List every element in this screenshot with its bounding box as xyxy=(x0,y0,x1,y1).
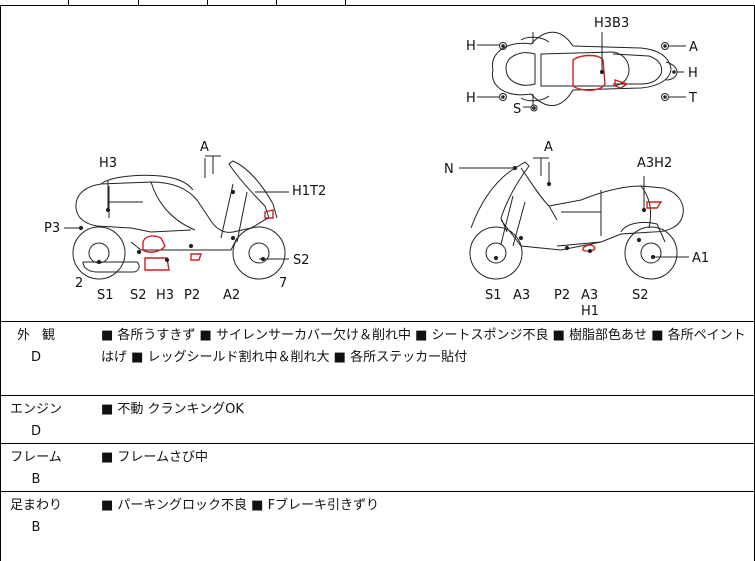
row-frame: フレーム B ■ フレームさび中 xyxy=(1,444,754,492)
row-category: フレーム B xyxy=(1,444,71,491)
inspection-report: 外観 D ■ 各所うすきず ■ サイレンサーカバー欠け＆削れ中 ■ シートスポン… xyxy=(0,322,755,561)
diagram-label: H3B3 xyxy=(594,16,629,31)
diagram-label: H xyxy=(688,66,698,81)
diagram-label: H xyxy=(466,91,476,106)
diagram-label: 2 xyxy=(75,276,83,291)
damage-diagram: H3B3 H A H H S T A H3 H1T2 P3 S2 2 7 S1 … xyxy=(0,6,755,322)
diagram-label: A xyxy=(200,140,209,155)
category-name: エンジン xyxy=(9,402,62,417)
diagram-label: H3 xyxy=(99,156,117,171)
diagram-label: T xyxy=(688,91,697,106)
category-grade: B xyxy=(31,520,41,535)
divider xyxy=(68,0,69,6)
diagram-label: H3 xyxy=(156,288,174,303)
diagram-label: S2 xyxy=(632,288,649,303)
category-name: フレーム xyxy=(10,450,62,465)
divider xyxy=(138,0,139,6)
diagram-label: H xyxy=(466,39,476,54)
category-name: 足まわり xyxy=(9,498,62,513)
diagram-label: S1 xyxy=(485,288,502,303)
row-notes: ■ 各所うすきず ■ サイレンサーカバー欠け＆削れ中 ■ シートスポンジ不良 ■… xyxy=(101,328,746,365)
row-notes: ■ 不動 クランキングOK xyxy=(101,402,244,417)
category-grade: B xyxy=(31,472,41,487)
diagram-label: P3 xyxy=(44,221,60,236)
scooter-diagram-svg: H3B3 H A H H S T A H3 H1T2 P3 S2 2 7 S1 … xyxy=(44,16,709,319)
diagram-label: S2 xyxy=(130,288,147,303)
row-engine: エンジン D ■ 不動 クランキングOK xyxy=(1,396,754,444)
row-category: 外観 D xyxy=(1,322,71,369)
diagram-label: N xyxy=(444,162,454,177)
diagram-label: S2 xyxy=(293,253,310,268)
diagram-label: H1 xyxy=(581,304,599,319)
diagram-label: A1 xyxy=(692,251,709,266)
header-row-edge xyxy=(0,0,755,6)
diagram-label: S1 xyxy=(97,288,114,303)
scooter-top-view xyxy=(477,31,686,112)
diagram-label: P2 xyxy=(184,288,200,303)
diagram-label: S xyxy=(513,102,521,117)
category-name: 外観 xyxy=(16,328,67,343)
diagram-label: H1T2 xyxy=(292,184,326,199)
diagram-label: A xyxy=(544,140,553,155)
diagram-label: A2 xyxy=(223,288,240,303)
row-notes: ■ パーキングロック不良 ■ Fブレーキ引きずり xyxy=(101,498,380,513)
diagram-label: A3 xyxy=(581,288,598,303)
divider xyxy=(276,0,277,6)
divider xyxy=(345,0,346,6)
diagram-label: A3 xyxy=(513,288,530,303)
diagram-label: P2 xyxy=(554,288,570,303)
row-category: 足まわり B xyxy=(1,492,71,539)
diagram-label: 7 xyxy=(279,276,287,291)
row-notes: ■ フレームさび中 xyxy=(101,450,209,465)
row-exterior: 外観 D ■ 各所うすきず ■ サイレンサーカバー欠け＆削れ中 ■ シートスポン… xyxy=(1,322,754,396)
row-suspension: 足まわり B ■ パーキングロック不良 ■ Fブレーキ引きずり xyxy=(1,492,754,561)
divider xyxy=(207,0,208,6)
row-category: エンジン D xyxy=(1,396,71,443)
category-grade: D xyxy=(30,350,41,365)
diagram-label: A3H2 xyxy=(637,156,672,171)
diagram-label: A xyxy=(689,40,698,55)
scooter-left-view xyxy=(64,155,289,280)
scooter-right-view xyxy=(459,157,689,280)
category-grade: D xyxy=(30,424,41,439)
